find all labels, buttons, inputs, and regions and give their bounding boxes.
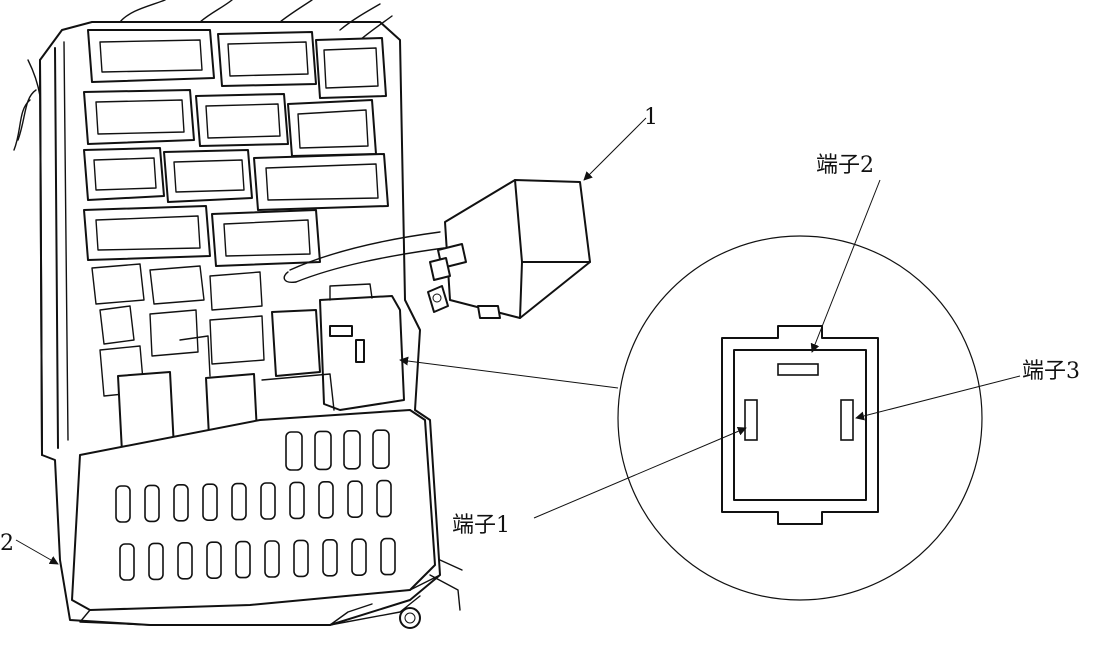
fuse-slot [372,429,390,470]
terminal-1-pin [744,399,758,441]
fuse-relay-box [13,0,463,629]
fuse-slot [351,538,367,577]
fuse-panel [71,409,463,629]
fuse-slot [347,480,363,519]
fuse-slot [231,482,247,521]
fuse-slot [119,543,135,581]
leader-terminal-1 [533,427,747,519]
fuse-slot [293,539,309,578]
leader-terminal-3 [855,375,1021,421]
label-relay: 1 [644,105,658,130]
fuse-slot [380,537,396,576]
relay [427,179,591,319]
fuse-slot [264,540,280,578]
fuse-slot [314,430,332,471]
fuse-slot [318,480,334,519]
label-terminal-3: 端子3 [1022,359,1080,384]
fuse-slot [235,540,251,579]
terminal-2-pin [777,363,819,376]
leader-lines [15,117,1021,565]
fuse-slot [343,429,361,470]
label-terminal-1: 端子1 [452,513,510,538]
terminal-3-pin [840,399,854,441]
label-fuse-box: 2 [0,531,14,556]
terminal-detail-zoom [617,235,983,601]
relay-connector-outline [721,325,879,525]
leader-relay [583,117,647,181]
fuse-slot [115,485,131,523]
fuse-slot [206,541,222,580]
fuse-slot [177,541,193,580]
connector-row-1 [87,29,387,99]
fuse-slot [148,542,164,581]
fuse-slot [144,484,160,523]
fuse-slot [285,431,303,471]
fuse-slot [376,479,392,518]
label-terminal-2: 端子2 [816,153,874,178]
labels: 1 2 端子2 端子3 端子1 [0,105,1080,556]
connector-row-3 [83,147,389,211]
connector-row-4 [83,205,321,267]
fuse-slot [260,482,276,520]
fuse-slot [289,481,305,520]
relay-connector-inner [733,349,867,501]
connector-row-2 [83,89,377,157]
fuse-slot [322,538,338,577]
fuse-slot [202,483,218,522]
leader-terminal-2 [810,179,881,353]
leader-fuse-box [15,539,59,565]
fuse-slot [173,483,189,522]
leader-zoom-to-socket [399,356,619,389]
